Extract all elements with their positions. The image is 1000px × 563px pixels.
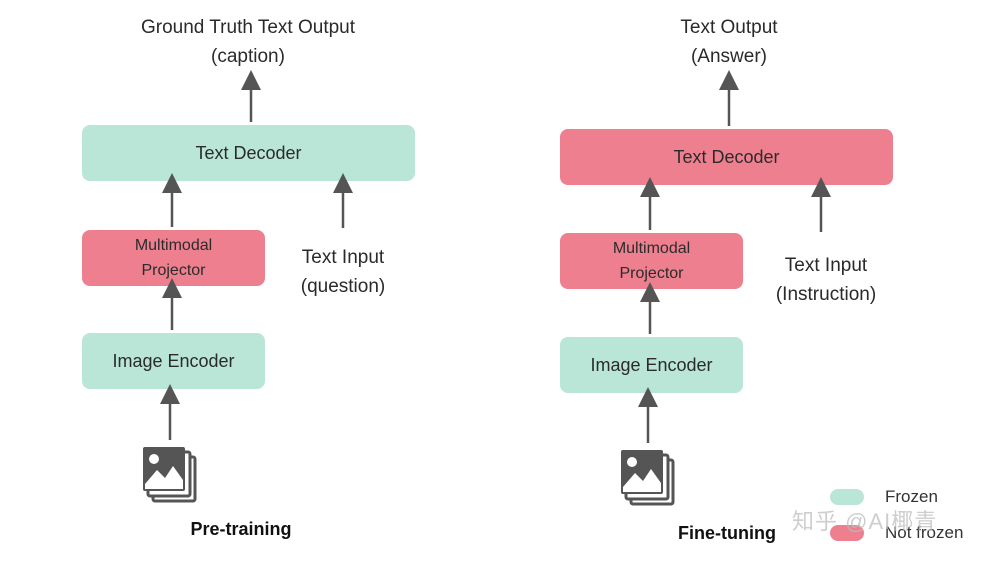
- left-output-label: Ground Truth Text Output (caption): [140, 17, 356, 67]
- legend-not-frozen-label: Not frozen: [885, 523, 964, 542]
- watermark: 知乎 @AI椰青: [792, 509, 938, 534]
- right-text-input-label: Text Input (Instruction): [775, 255, 877, 305]
- legend-frozen-label: Frozen: [885, 487, 938, 506]
- right-image-stack-icon: [621, 450, 675, 506]
- arrow-group: [160, 70, 831, 443]
- right-text-decoder: Text Decoder: [560, 129, 893, 185]
- legend-frozen-swatch: [830, 489, 864, 505]
- left-text-input-label: Text Input (question): [300, 247, 386, 297]
- right-image-encoder: Image Encoder: [560, 337, 743, 393]
- left-caption: Pre-training: [190, 519, 292, 539]
- left-image-stack-icon: [143, 447, 197, 503]
- right-multimodal-projector: Multimodal Projector: [560, 233, 743, 289]
- left-multimodal-projector: Multimodal Projector: [82, 230, 265, 286]
- right-output-label: Text Output (Answer): [680, 17, 778, 67]
- left-image-encoder: Image Encoder: [82, 333, 265, 389]
- legend-not-frozen-swatch: [830, 525, 864, 541]
- left-text-decoder: Text Decoder: [82, 125, 415, 181]
- right-caption: Fine-tuning: [678, 523, 776, 543]
